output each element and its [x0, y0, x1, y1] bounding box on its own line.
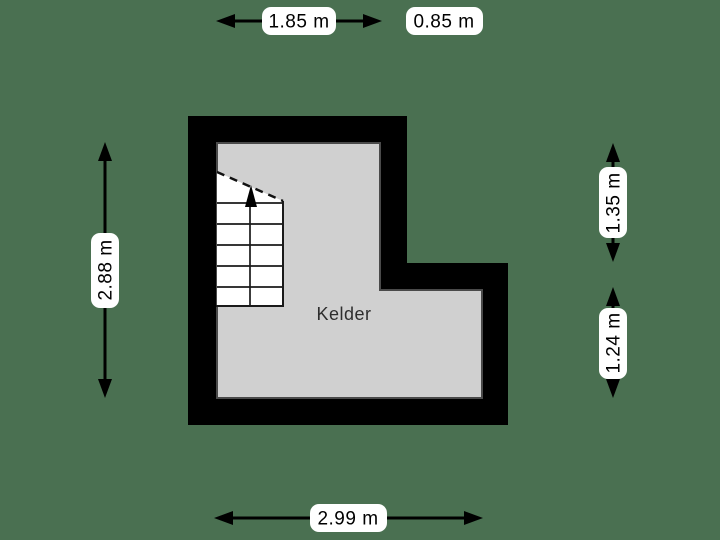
- room-label: Kelder: [316, 304, 371, 324]
- dimension-right-height-lower: 1.24 m: [599, 287, 627, 398]
- staircase-cut-line: [216, 170, 284, 203]
- dimension-text: 1.85 m: [268, 12, 329, 33]
- dimension-text: 1.24 m: [604, 312, 625, 373]
- staircase: [216, 170, 284, 307]
- dimension-text: 2.99 m: [317, 509, 378, 530]
- dimension-badge: [91, 233, 119, 308]
- dimension-left-height: 2.88 m: [91, 142, 119, 398]
- dimension-badge: [599, 308, 627, 379]
- dimension-badge: [406, 7, 483, 35]
- dimension-badge: [310, 504, 387, 532]
- dimension-right-height-upper: 1.35 m: [599, 143, 627, 262]
- stair-up-arrow-icon: [245, 185, 257, 207]
- dimension-text: 1.35 m: [604, 172, 625, 233]
- dimension-text: 0.85 m: [413, 12, 474, 33]
- dimension-text: 2.88 m: [96, 239, 117, 300]
- dimension-top-width-side: 0.85 m: [406, 7, 483, 35]
- dimension-badge: [262, 7, 336, 35]
- dimension-bottom-width: 2.99 m: [214, 504, 483, 532]
- dimension-badge: [599, 167, 627, 238]
- dimension-top-width-main: 1.85 m: [216, 7, 382, 35]
